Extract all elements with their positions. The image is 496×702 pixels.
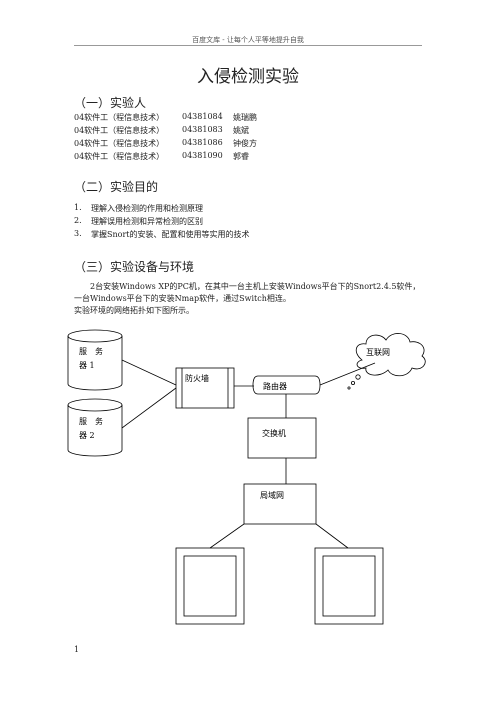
server2-label-a: 服 务 bbox=[79, 416, 103, 426]
switch-label: 交换机 bbox=[262, 428, 286, 438]
header-rule bbox=[74, 45, 422, 46]
person-dept: 04软件工（程信息技术） bbox=[74, 152, 165, 161]
goal-number: 2. bbox=[74, 216, 82, 225]
goal-text: 理解入侵检测的作用和检测原理 bbox=[91, 204, 203, 213]
environment-paragraph: 2台安装Windows XP的PC机，在其中一台主机上安装Windows平台下的… bbox=[74, 282, 421, 303]
person-dept: 04软件工（程信息技术） bbox=[74, 113, 165, 122]
link-lan-pc1 bbox=[209, 523, 245, 549]
pc-2-box bbox=[314, 547, 384, 625]
pc-1-box bbox=[175, 547, 245, 625]
section-heading-participants: （一）实验人 bbox=[74, 96, 147, 110]
internet-label: 互联网 bbox=[366, 348, 390, 357]
person-id: 04381083 bbox=[182, 125, 223, 134]
firewall-label: 防火墙 bbox=[185, 373, 209, 383]
person-dept: 04软件工（程信息技术） bbox=[74, 139, 165, 148]
server2-label-b: 器 2 bbox=[79, 431, 95, 440]
section-heading-goals: （二）实验目的 bbox=[74, 180, 159, 194]
person-name: 姚瑞鹏 bbox=[233, 113, 257, 122]
server1-label-b: 器 1 bbox=[79, 361, 95, 370]
page-title: 入侵检测实验 bbox=[197, 67, 299, 87]
goal-number: 3. bbox=[74, 229, 82, 238]
link-server2-firewall bbox=[121, 387, 177, 429]
server1-label-a: 服 务 bbox=[79, 346, 103, 356]
lan-box bbox=[243, 483, 317, 525]
environment-text: 2台安装Windows XP的PC机，在其中一台主机上安装Windows平台下的… bbox=[74, 281, 424, 317]
page-header: 百度文库 - 让每个人平等地提升自我 bbox=[192, 36, 304, 44]
switch-box bbox=[247, 417, 317, 459]
router-label: 路由器 bbox=[263, 381, 287, 391]
goal-number: 1. bbox=[74, 203, 82, 212]
topology-caption: 实验环境的网络拓扑如下图所示。 bbox=[74, 306, 194, 315]
goal-text: 理解误用检测和异常检测的区别 bbox=[91, 217, 203, 226]
person-name: 钟俊方 bbox=[233, 139, 257, 148]
goal-text: 掌握Snort的安装、配置和使用等实用的技术 bbox=[91, 230, 250, 239]
person-dept: 04软件工（程信息技术） bbox=[74, 126, 165, 135]
link-server1-firewall bbox=[121, 359, 177, 386]
person-id: 04381086 bbox=[182, 138, 223, 147]
firewall-box bbox=[175, 367, 235, 409]
person-name: 郭睿 bbox=[233, 152, 249, 161]
lan-label: 局域网 bbox=[260, 490, 284, 500]
page-number: 1 bbox=[74, 645, 80, 654]
server-2-cylinder bbox=[67, 398, 123, 457]
link-lan-pc2 bbox=[315, 523, 349, 549]
section-heading-environment: （三）实验设备与环境 bbox=[74, 260, 195, 274]
person-id: 04381090 bbox=[182, 151, 223, 160]
person-id: 04381084 bbox=[182, 112, 223, 121]
server-1-cylinder bbox=[67, 329, 123, 391]
link-router-internet bbox=[319, 362, 376, 386]
person-name: 姚斌 bbox=[233, 126, 249, 135]
router-shape bbox=[252, 375, 321, 395]
internet-cloud bbox=[355, 333, 426, 377]
